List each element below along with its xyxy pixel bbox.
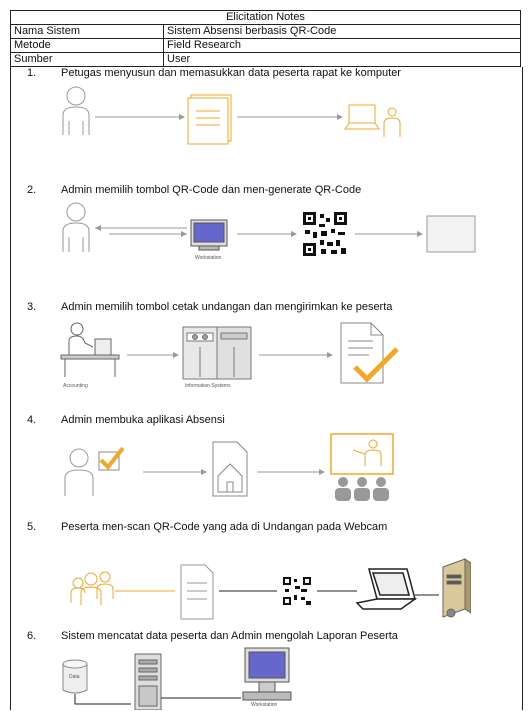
step-text: Peserta men-scan QR-Code yang ada di Und… <box>61 521 388 533</box>
step-text: Admin memilih tombol cetak undangan dan … <box>61 301 393 313</box>
step-5-diagram <box>70 558 471 620</box>
row-value-metode: Field Research <box>163 38 521 53</box>
step-text: Petugas menyusun dan memasukkan data pes… <box>61 67 401 79</box>
step-2: 2. Admin memilih tombol QR-Code dan men-… <box>11 184 522 284</box>
row-key-sumber: Sumber <box>10 52 164 67</box>
step-text: Sistem mencatat data peserta dan Admin m… <box>61 630 398 642</box>
step-number: 3. <box>27 301 37 313</box>
webcam-computer-icon <box>442 558 471 618</box>
step-3: 3. Admin memilih tombol cetak undangan d… <box>11 301 522 401</box>
document-icon <box>187 94 232 145</box>
approved-document-icon <box>340 322 399 384</box>
laptop-icon <box>355 568 418 610</box>
row-value-sumber: User <box>163 52 521 67</box>
workstation-icon <box>190 219 228 251</box>
step-4-diagram <box>64 433 394 501</box>
step-text: Admin memilih tombol QR-Code dan men-gen… <box>61 184 362 196</box>
row-key-nama-sistem: Nama Sistem <box>10 24 164 39</box>
qr-code-icon <box>283 577 311 605</box>
step-5: 5. Peserta men-scan QR-Code yang ada di … <box>11 521 522 621</box>
group-people-icon <box>70 571 114 605</box>
workstation-icon <box>242 647 292 701</box>
database-icon <box>62 659 88 694</box>
step-number: 1. <box>27 67 37 79</box>
home-document-icon <box>212 441 248 497</box>
header-table: Elicitation Notes Nama Sistem Sistem Abs… <box>10 10 521 67</box>
step-1: 1. Petugas menyusun dan memasukkan data … <box>11 67 522 177</box>
person-check-icon <box>64 446 125 496</box>
presentation-audience-icon <box>330 433 394 501</box>
step-number: 6. <box>27 630 37 642</box>
person-icon <box>62 202 90 252</box>
information-systems-icon <box>182 326 252 380</box>
steps-body: 1. Petugas menyusun dan memasukkan data … <box>10 67 523 710</box>
invitation-document-icon <box>180 564 214 620</box>
elicitation-notes-sheet: Elicitation Notes Nama Sistem Sistem Abs… <box>10 10 523 710</box>
server-icon <box>134 653 162 710</box>
row-key-metode: Metode <box>10 38 164 53</box>
accounting-label: Accounting <box>63 383 88 389</box>
step-4: 4. Admin membuka aplikasi Absensi <box>11 414 522 509</box>
row-value-nama-sistem: Sistem Absensi berbasis QR-Code <box>163 24 521 39</box>
step-3-diagram: Accounting Information Systems <box>60 322 399 389</box>
step-number: 5. <box>27 521 37 533</box>
step-6-diagram: Data Workstation <box>62 647 292 710</box>
step-text: Admin membuka aplikasi Absensi <box>61 414 225 426</box>
workstation-label: Workstation <box>251 702 278 708</box>
step-number: 2. <box>27 184 37 196</box>
step-number: 4. <box>27 414 37 426</box>
step-6: 6. Sistem mencatat data peserta dan Admi… <box>11 630 522 710</box>
workstation-label: Workstation <box>195 255 222 261</box>
output-box <box>426 215 476 253</box>
connector-line <box>74 694 131 705</box>
qr-code-icon <box>303 212 347 256</box>
accounting-desk-icon <box>60 322 120 377</box>
document-title: Elicitation Notes <box>10 10 521 25</box>
data-label: Data <box>69 674 80 680</box>
person-icon <box>62 86 90 135</box>
laptop-user-icon <box>344 104 401 137</box>
information-systems-label: Information Systems <box>185 383 231 389</box>
step-1-diagram <box>62 86 401 145</box>
step-2-diagram: Workstation <box>62 202 476 261</box>
